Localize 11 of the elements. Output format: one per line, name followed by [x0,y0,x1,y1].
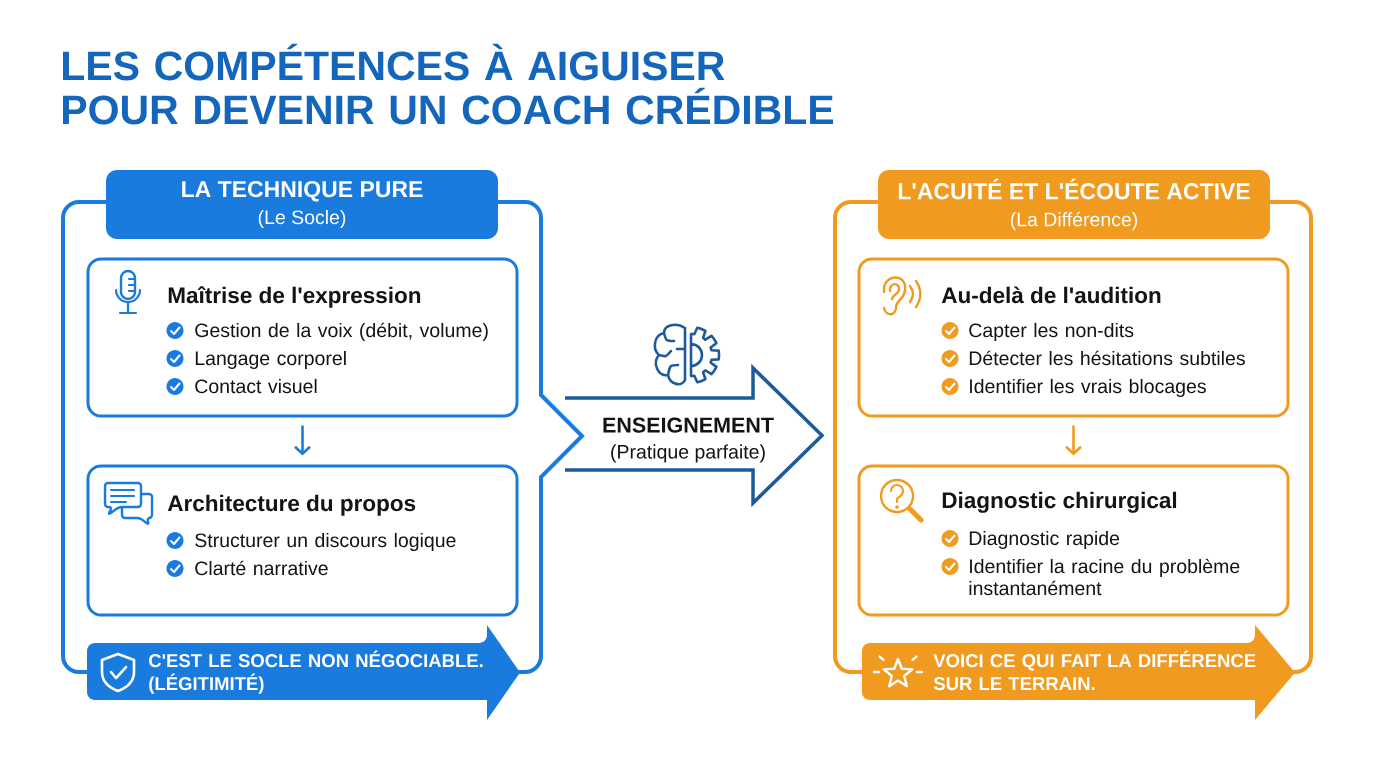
card: Maîtrise de l'expression Gestion de la voix (débit, volume) Langage corporel Contact visuel [86,257,519,418]
node-label: L'ACUITÉ ET L'ÉCOUTE ACTIVE [898,178,1250,200]
arrow [294,425,311,456]
arrow [1065,425,1082,456]
arrow-banner: VOICI CE QUI FAIT LA DIFFÉRENCE SUR LE TERRAIN. [862,625,1295,720]
card: Au-delà de l'audition Capter les non-dits Détecter les hésitations subtiles Identifier les vrais blocages [857,257,1290,418]
card: Diagnostic chirurgical Diagnostic rapide Identifier la racine du problème instantanément [857,464,1290,617]
node-label: LA TECHNIQUE PURE [182,180,423,202]
card: Architecture du propos Structurer un discours logique Clarté narrative [86,464,519,617]
title: LES COMPÉTENCES À AIGUISER POUR DEVENIR UN COACH CRÉDIBLE [63,43,834,125]
arrow-banner: C'EST LE SOCLE NON NÉGOCIABLE. (LÉGITIMITÉ) [87,625,520,720]
